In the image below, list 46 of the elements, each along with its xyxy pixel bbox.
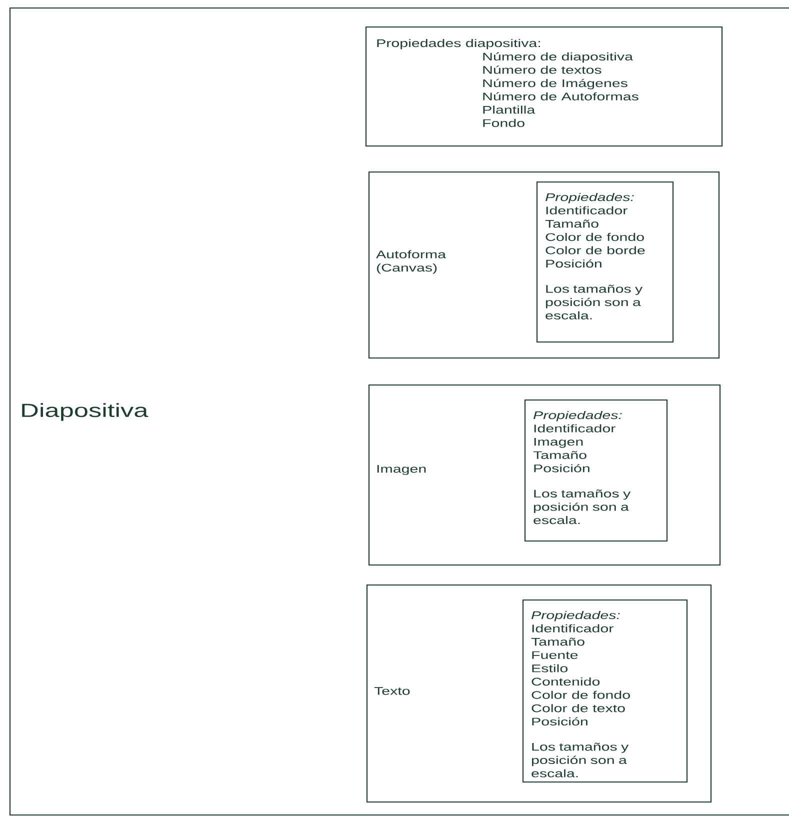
element-box — [368, 384, 721, 566]
properties-box — [365, 26, 723, 147]
properties-heading: Propiedades: — [545, 193, 634, 204]
node-label: Contenido — [532, 678, 600, 686]
node-label: Plantilla — [483, 106, 536, 114]
node-label: Identificador — [546, 206, 628, 214]
node-label: Color de borde — [546, 246, 645, 254]
element-label: Imagen — [377, 465, 426, 475]
properties-box — [522, 599, 688, 783]
node-label: Posición — [546, 259, 602, 268]
note-text: Los tamaños y posición son a escala. — [534, 490, 631, 524]
properties-heading: Propiedades: — [531, 611, 620, 622]
node-label: Identificador — [534, 424, 616, 432]
node-label: Color de texto — [532, 704, 625, 712]
node-label: Tamaño — [545, 220, 598, 228]
node-label: Número de textos — [483, 66, 602, 74]
property-list: Identificador Tamaño Fuente Estilo Contenido Color de fondo Color de texto Posición — [531, 624, 630, 726]
properties-box — [524, 399, 668, 542]
node-label: Fuente — [532, 651, 578, 659]
properties-box — [536, 181, 674, 343]
slide-frame — [9, 7, 789, 816]
heading-text: Propiedades diapositiva: — [377, 39, 540, 50]
node-label: Color de fondo — [546, 232, 644, 241]
node-label: Color de fondo — [532, 690, 630, 699]
node-label: Identificador — [532, 624, 614, 632]
title-text: Diapositiva — [22, 403, 148, 421]
node-label: Estilo — [532, 664, 568, 672]
element-box — [366, 584, 712, 803]
property-list: Número de diapositiva Número de textos Número de Imágenes Número de Autoformas Plantilla Fondo — [483, 52, 638, 127]
node-label: Tamaño — [531, 638, 584, 646]
node-label: Fondo — [483, 118, 524, 128]
element-box — [368, 171, 720, 359]
element-label: Autoforma (Canvas) — [376, 250, 446, 274]
node-label: Número de Autoformas — [483, 92, 638, 100]
node-label: Tamaño — [533, 450, 586, 459]
note-text: Los tamaños y posición son a escala. — [532, 742, 629, 778]
node-label: Posición — [534, 464, 590, 472]
properties-heading: Propiedades: — [533, 411, 622, 422]
element-label: Texto — [374, 687, 410, 695]
node-label: Imagen — [534, 438, 583, 448]
property-list: Identificador Imagen Tamaño Posición — [533, 424, 616, 472]
node-label: Número de Imágenes — [483, 78, 628, 90]
note-text: Los tamaños y posición son a escala. — [546, 284, 643, 320]
node-label: Número de diapositiva — [483, 52, 633, 63]
property-list: Identificador Tamaño Color de fondo Color de borde Posición — [545, 206, 645, 268]
node-label: Posición — [532, 717, 588, 726]
